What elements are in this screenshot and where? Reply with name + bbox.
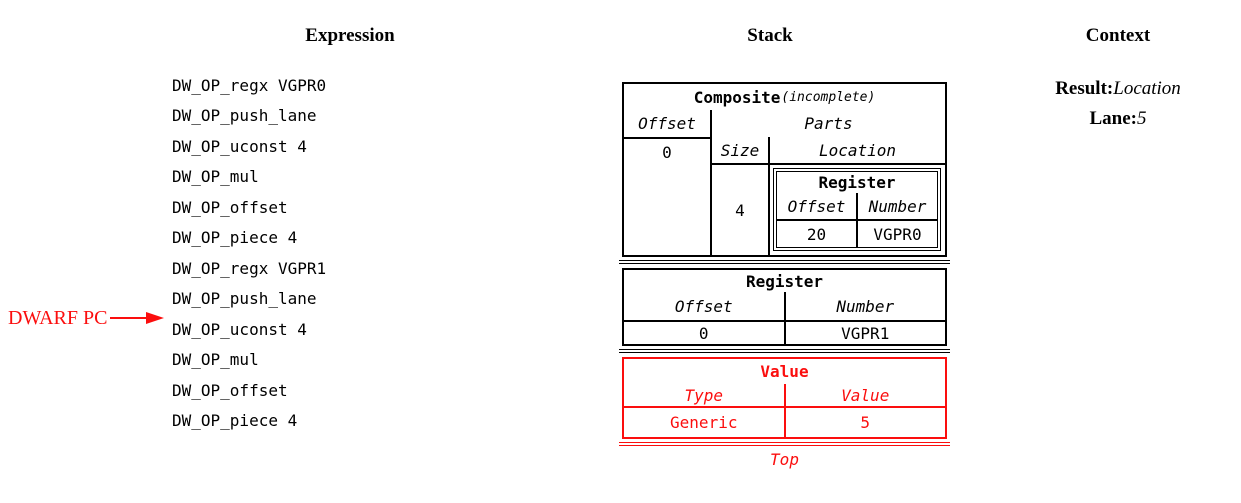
register-offset-header: Offset: [624, 292, 784, 322]
register-number-value: VGPR1: [841, 323, 890, 343]
value-type-value: Generic: [670, 413, 738, 432]
composite-title: Composite (incomplete): [624, 84, 945, 110]
register-title: Register: [745, 271, 824, 291]
stack-top-separator: [619, 442, 950, 446]
value-value-column: Value 5: [785, 384, 945, 437]
composite-title-text: Composite: [693, 87, 781, 107]
composite-parts-body: Size 4 Location Register: [712, 137, 945, 255]
register-number-header: Number: [785, 292, 945, 322]
nested-register-offset-value: 20: [806, 224, 827, 244]
stack-separator: [619, 349, 950, 353]
value-type-header: Type: [624, 384, 784, 408]
context-lane-line: Lane:5: [998, 108, 1238, 130]
value-type-column: Type Generic: [624, 384, 786, 437]
dwarf-pc-label: DWARF PC: [8, 307, 108, 329]
stack-entry-composite: Composite (incomplete) Offset 0 Parts Si…: [622, 82, 947, 257]
composite-offset-column: Offset 0: [624, 110, 712, 255]
composite-size-header: Size: [712, 137, 768, 165]
dwarf-pc-marker: DWARF PC: [8, 307, 165, 329]
stack-top-label: Top: [770, 450, 799, 469]
context-result-line: Result:Location: [998, 78, 1238, 100]
expression-op-9: DW_OP_mul: [172, 350, 259, 370]
context-result-label: Result:: [1055, 78, 1114, 99]
composite-location-header: Location: [770, 137, 945, 165]
nested-register-number-header: Number: [858, 193, 937, 221]
expression-op-6: DW_OP_regx VGPR1: [172, 258, 327, 278]
expression-op-4: DW_OP_offset: [172, 197, 288, 217]
nested-register-offset-column: Offset 20: [777, 193, 858, 247]
composite-location-column: Location Register Offset 20: [770, 137, 945, 255]
expression-op-8: DW_OP_uconst 4: [172, 319, 307, 339]
expression-op-2: DW_OP_uconst 4: [172, 136, 307, 156]
stack-entry-register: Register Offset 0 Number VGPR1: [622, 268, 947, 346]
value-value-header: Value: [785, 384, 945, 408]
value-value-value: 5: [860, 413, 871, 432]
nested-register-number-value: VGPR0: [873, 224, 922, 244]
expression-op-10: DW_OP_offset: [172, 380, 288, 400]
expression-op-7: DW_OP_push_lane: [172, 289, 317, 309]
stack-column-header: Stack: [747, 25, 793, 46]
register-offset-value: 0: [698, 323, 709, 343]
expression-op-1: DW_OP_push_lane: [172, 106, 317, 126]
value-title: Value: [760, 362, 809, 381]
value-body: Type Generic Value 5: [624, 384, 945, 437]
stack-separator: [619, 260, 950, 264]
register-number-column: Number VGPR1: [785, 292, 945, 344]
expression-op-11: DW_OP_piece 4: [172, 411, 298, 431]
expression-column-header: Expression: [305, 25, 395, 46]
composite-size-value: 4: [735, 200, 745, 220]
expression-op-5: DW_OP_piece 4: [172, 228, 298, 248]
context-result-value: Location: [1113, 78, 1181, 99]
context-lane-value: 5: [1137, 108, 1147, 129]
nested-register-offset-header: Offset: [777, 193, 856, 221]
composite-location-body: Register Offset 20 Number: [770, 165, 945, 255]
expression-op-3: DW_OP_mul: [172, 167, 259, 187]
nested-register-table-border: Register Offset 20 Number: [773, 168, 941, 251]
dwarf-pc-arrow-icon: [146, 312, 165, 324]
stack-column: Composite (incomplete) Offset 0 Parts Si…: [619, 82, 950, 469]
composite-parts-column: Parts Size 4 Location Register: [712, 110, 945, 255]
nested-register-number-column: Number VGPR0: [858, 193, 937, 247]
composite-offset-value: 0: [662, 142, 672, 162]
stack-entry-value: Value Type Generic Value 5: [622, 357, 947, 439]
register-offset-column: Offset 0: [624, 292, 786, 344]
composite-incomplete-note: (incomplete): [781, 89, 876, 105]
composite-parts-header: Parts: [804, 114, 853, 133]
expression-op-0: DW_OP_regx VGPR0: [172, 75, 327, 95]
nested-register-table: Register Offset 20 Number: [776, 171, 938, 248]
composite-size-column: Size 4: [712, 137, 770, 255]
dwarf-pc-arrow-line: [110, 317, 147, 319]
context-column-header: Context: [1085, 25, 1151, 46]
composite-body: Offset 0 Parts Size 4 Location: [624, 110, 945, 255]
register-body: Offset 0 Number VGPR1: [624, 292, 945, 344]
nested-register-title: Register: [818, 173, 896, 192]
context-lane-label: Lane:: [1089, 108, 1138, 129]
nested-register-body: Offset 20 Number VGPR0: [777, 193, 937, 247]
composite-offset-header: Offset: [624, 110, 710, 139]
